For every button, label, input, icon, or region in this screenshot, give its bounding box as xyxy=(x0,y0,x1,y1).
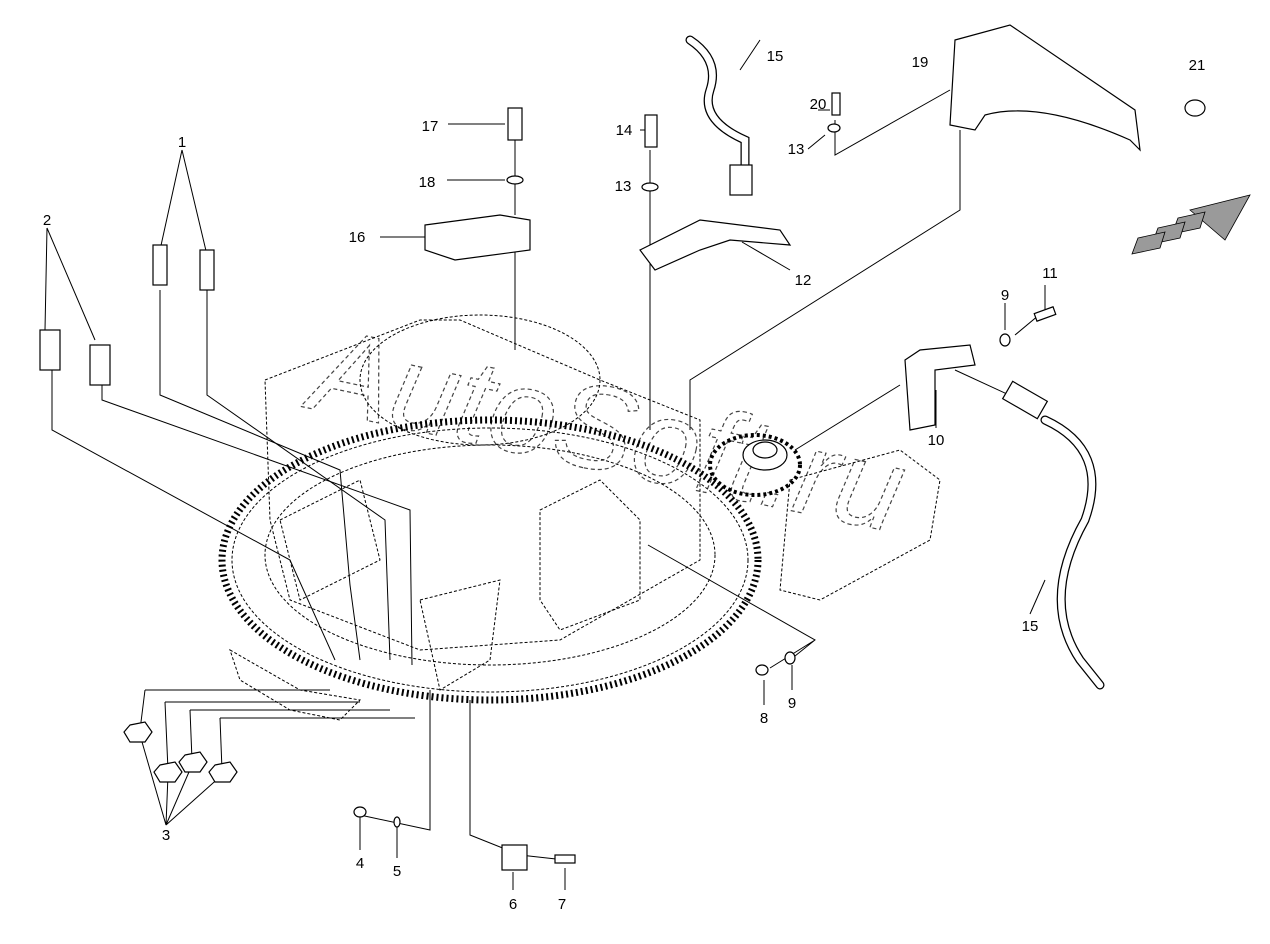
callout-21: 21 xyxy=(1189,57,1206,74)
callout-20: 20 xyxy=(810,96,827,113)
callout-18: 18 xyxy=(419,174,436,191)
callout-16: 16 xyxy=(349,229,366,246)
callout-2: 2 xyxy=(43,212,51,229)
hydraulic-hose-lower xyxy=(1001,380,1105,690)
callout-13: 13 xyxy=(615,178,632,195)
callout-10: 10 xyxy=(928,432,945,449)
pinion-gear xyxy=(708,433,802,497)
bracket xyxy=(639,219,792,271)
hydraulic-hose-upper xyxy=(685,35,753,196)
callout-11: 11 xyxy=(1042,265,1058,282)
callout-17: 17 xyxy=(422,118,439,135)
callout-6: 6 xyxy=(509,896,517,913)
ring-gear xyxy=(218,416,762,704)
callout-labels: 1 2 3 4 5 6 7 8 9 9 10 11 12 13 13 14 15… xyxy=(43,48,1206,913)
callout-19: 19 xyxy=(912,54,929,71)
callout-9: 9 xyxy=(1001,287,1009,304)
watermark: AutoSoft.ru xyxy=(295,301,916,558)
callout-5: 5 xyxy=(393,863,401,880)
callout-1: 1 xyxy=(178,134,186,151)
callout-9: 9 xyxy=(788,695,796,712)
callout-14: 14 xyxy=(616,122,633,139)
front-direction-arrow-icon xyxy=(1131,194,1251,255)
callout-7: 7 xyxy=(558,896,566,913)
callout-15: 15 xyxy=(767,48,784,65)
callout-4: 4 xyxy=(356,855,364,872)
mounting-bracket xyxy=(904,344,976,431)
callout-13: 13 xyxy=(788,141,805,158)
callout-15: 15 xyxy=(1022,618,1039,635)
block xyxy=(424,214,531,261)
callout-12: 12 xyxy=(795,272,812,289)
fasteners xyxy=(39,92,1206,871)
callout-8: 8 xyxy=(760,710,768,727)
cover-plate xyxy=(949,24,1141,152)
callout-3: 3 xyxy=(162,827,170,844)
